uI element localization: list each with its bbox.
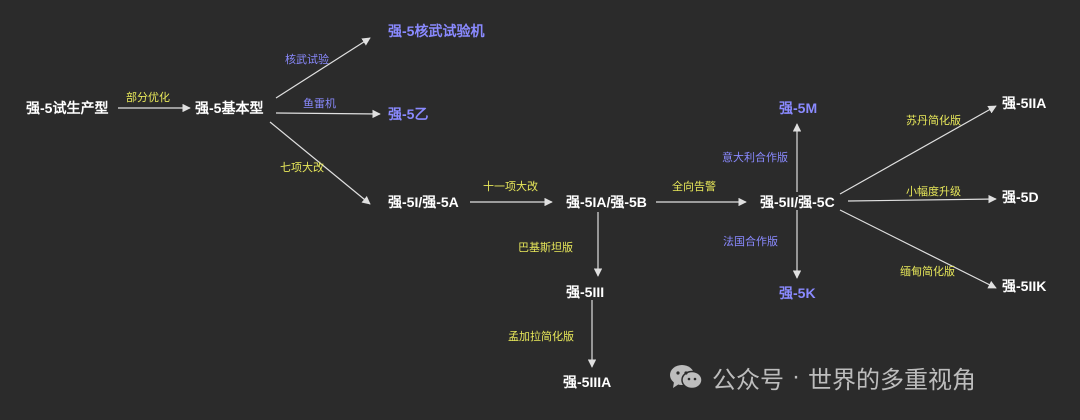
node-ia-b: 强-5IA/强-5B: [566, 194, 647, 210]
watermark: 公众号 · 世界的多重视角: [668, 362, 976, 394]
label-sudan: 苏丹简化版: [906, 115, 961, 127]
label-minor-upgrade: 小幅度升级: [906, 186, 961, 198]
label-torpedo: 鱼雷机: [303, 98, 336, 110]
node-i-a: 强-5I/强-5A: [388, 194, 459, 210]
edge-basic-to-nuclear: [275, 37, 371, 99]
label-omnidirectional-warning: 全向告警: [672, 181, 716, 193]
watermark-name: 世界的多重视角: [808, 366, 976, 394]
watermark-separator: ·: [792, 363, 800, 390]
node-yi: 强-5乙: [388, 106, 429, 122]
node-nuclear-test: 强-5核武试验机: [388, 23, 485, 39]
label-partial-optimization: 部分优化: [126, 92, 170, 104]
node-m: 强-5M: [779, 100, 818, 116]
node-trial-production: 强-5试生产型: [26, 100, 109, 116]
node-iik: 强-5IIK: [1002, 278, 1047, 294]
edge-iic-to-iia: [839, 105, 997, 195]
node-iia: 强-5IIA: [1002, 95, 1047, 111]
edge-basic-to-ia: [269, 121, 371, 205]
edge-iic-to-d: [847, 194, 997, 204]
label-nuclear-test: 核武试验: [285, 54, 329, 66]
wechat-icon: [670, 365, 703, 390]
label-eleven-changes: 十一项大改: [483, 181, 538, 193]
node-d: 强-5D: [1002, 189, 1039, 205]
label-france: 法国合作版: [723, 236, 778, 248]
node-ii-c: 强-5II/强-5C: [760, 194, 835, 210]
label-italy: 意大利合作版: [722, 152, 788, 164]
watermark-account: 公众号: [712, 366, 784, 394]
label-pakistan: 巴基斯坦版: [518, 242, 573, 254]
node-basic: 强-5基本型: [195, 100, 264, 116]
node-iii: 强-5III: [566, 284, 605, 300]
label-bangladesh: 孟加拉简化版: [508, 331, 574, 343]
edge-iic-to-iik: [839, 209, 997, 289]
label-myanmar: 缅甸简化版: [900, 266, 955, 278]
label-seven-changes: 七项大改: [280, 162, 324, 174]
edge-basic-to-yi: [275, 109, 381, 119]
node-iiia: 强-5IIIA: [563, 374, 612, 390]
node-k: 强-5K: [779, 285, 816, 301]
